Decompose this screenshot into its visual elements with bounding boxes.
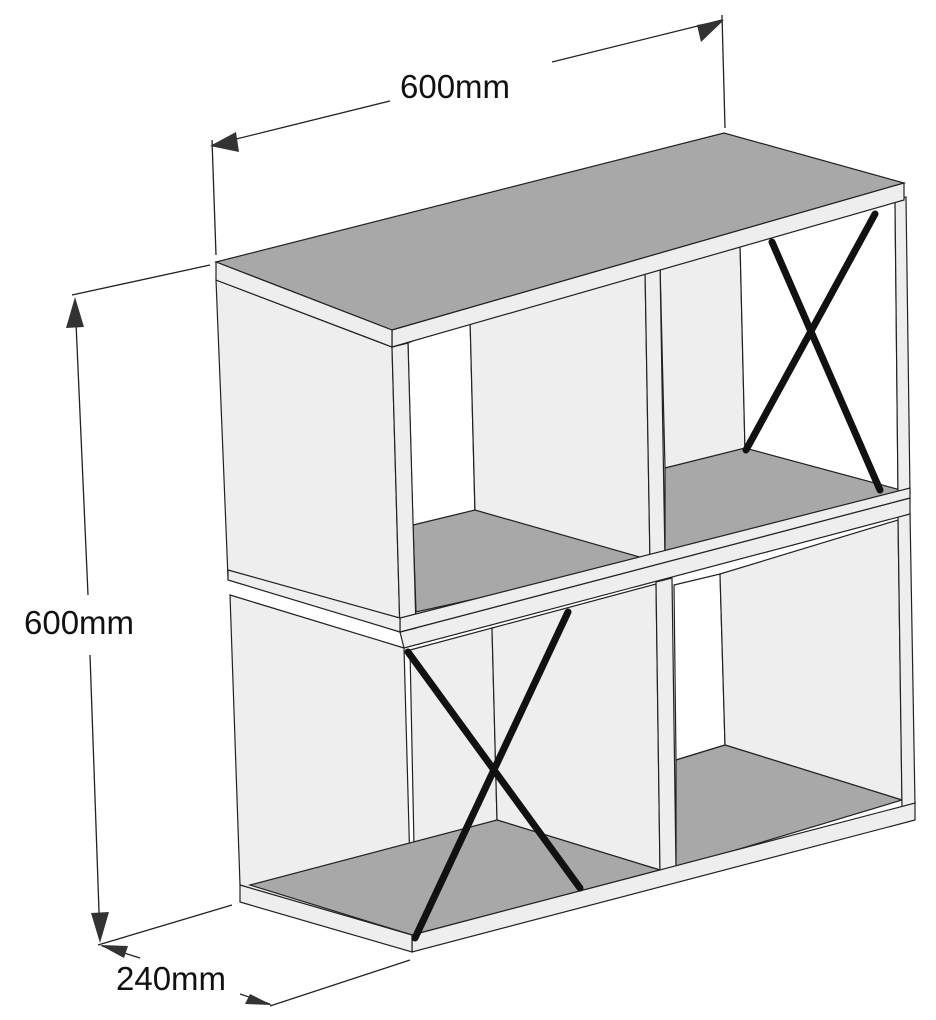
height-label: 600mm bbox=[20, 604, 139, 642]
lower-right-opening bbox=[673, 573, 726, 761]
lower-bottom-left-strip bbox=[239, 884, 413, 953]
lower-unit bbox=[229, 497, 916, 953]
upper-right-divider-face bbox=[659, 242, 746, 469]
width-label: 600mm bbox=[396, 68, 515, 106]
upper-brace-a bbox=[768, 238, 884, 494]
upper-left-opening bbox=[407, 317, 476, 531]
lower-divider-front bbox=[655, 577, 677, 875]
upper-bottom-left-strip bbox=[227, 569, 401, 633]
upper-right-edge bbox=[894, 196, 911, 498]
upper-brace-b bbox=[742, 210, 879, 454]
arrow-depth-start-icon bbox=[100, 945, 128, 958]
arrow-depth-end-icon bbox=[245, 994, 272, 1005]
dimension-lines bbox=[66, 14, 726, 1007]
arrow-down-icon bbox=[91, 912, 109, 943]
arrow-right-icon bbox=[697, 20, 724, 42]
lower-brace-b bbox=[411, 608, 572, 942]
top-left-strip bbox=[215, 261, 393, 348]
depth-label: 240mm bbox=[112, 960, 231, 998]
lower-left-back-wall bbox=[409, 627, 498, 847]
upper-unit bbox=[214, 132, 911, 633]
arrow-left-icon bbox=[210, 132, 239, 152]
arrow-up-icon bbox=[66, 297, 84, 328]
